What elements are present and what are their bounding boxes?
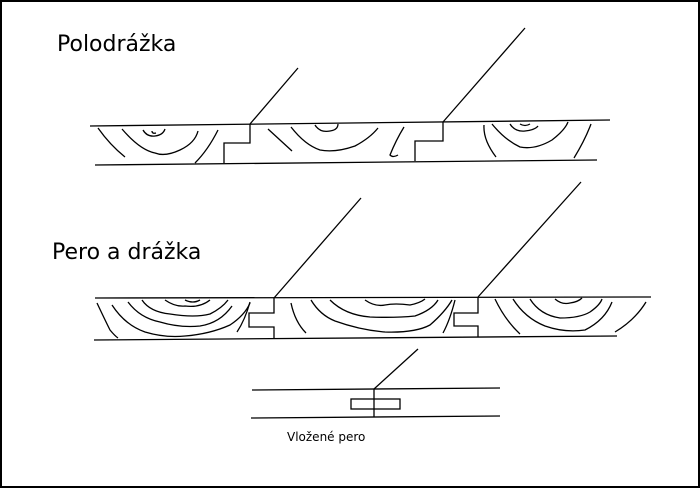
board-bottom-edge xyxy=(93,335,618,341)
board-top-edge xyxy=(94,296,652,299)
tongue-groove-joint-2 xyxy=(453,297,479,337)
tongue-groove-joint-drawing xyxy=(93,181,652,341)
board-bottom-edge xyxy=(250,415,501,419)
leader-line xyxy=(249,67,299,125)
board-top-edge xyxy=(89,119,611,127)
tongue-groove-title: Pero a drážka xyxy=(52,240,202,265)
wood-grain xyxy=(96,297,647,339)
board-top-edge xyxy=(251,387,501,391)
inserted-tongue-label: Vložené pero xyxy=(287,430,366,444)
half-lap-joint-2 xyxy=(414,122,444,161)
wood-grain xyxy=(97,121,592,164)
half-lap-joint-1 xyxy=(223,124,251,163)
leader-line xyxy=(442,27,526,123)
board-bottom-edge xyxy=(94,159,598,166)
half-lap-title: Polodrážka xyxy=(57,32,177,57)
inserted-tongue xyxy=(350,398,401,410)
inserted-tongue-drawing xyxy=(250,348,501,419)
half-lap-joint-drawing xyxy=(89,27,611,166)
tongue-groove-joint-1 xyxy=(248,298,275,338)
leader-line xyxy=(477,181,582,298)
leader-line xyxy=(373,348,419,390)
leader-line xyxy=(273,197,362,299)
